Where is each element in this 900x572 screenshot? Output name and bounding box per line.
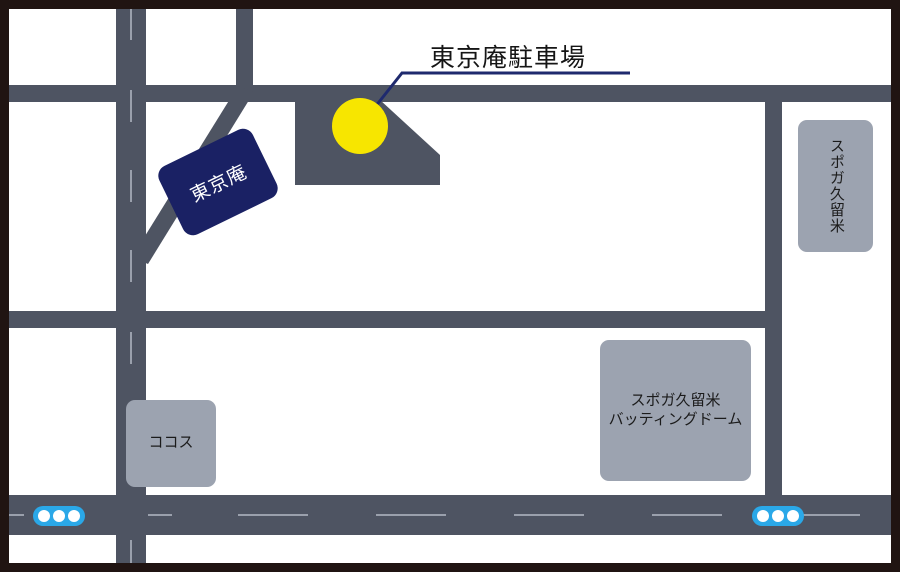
parking-location-marker[interactable] xyxy=(332,98,388,154)
signal-lamp-yellow xyxy=(53,510,65,522)
poi-tokyoan-label: 東京庵 xyxy=(187,161,251,207)
signal-lamp-red xyxy=(757,510,769,522)
building-sugoga-kurume-batting-dome[interactable]: スポガ久留米 バッティングドーム xyxy=(600,340,751,481)
signal-lamp-yellow xyxy=(772,510,784,522)
traffic-signal-west[interactable] xyxy=(33,506,85,526)
road-vertical-right xyxy=(765,85,782,500)
signal-lamp-red xyxy=(38,510,50,522)
building-cocos-label: ココス xyxy=(148,434,194,452)
road-horizontal-middle xyxy=(0,311,782,328)
signal-lamp-green xyxy=(68,510,80,522)
signal-lamp-green xyxy=(787,510,799,522)
road-vertical-upper-center xyxy=(236,0,253,90)
building-cocos[interactable]: ココス xyxy=(126,400,216,487)
building-sugoga-kurume-batting-dome-label: スポガ久留米 バッティングドーム xyxy=(608,391,743,428)
building-sugoga-kurume-tower[interactable]: スポガ久留米 xyxy=(798,120,873,252)
building-sugoga-kurume-tower-label: スポガ久留米 xyxy=(827,138,845,234)
road-horizontal-north xyxy=(0,85,900,102)
traffic-signal-east[interactable] xyxy=(752,506,804,526)
callout-title: 東京庵駐車場 xyxy=(430,44,587,72)
